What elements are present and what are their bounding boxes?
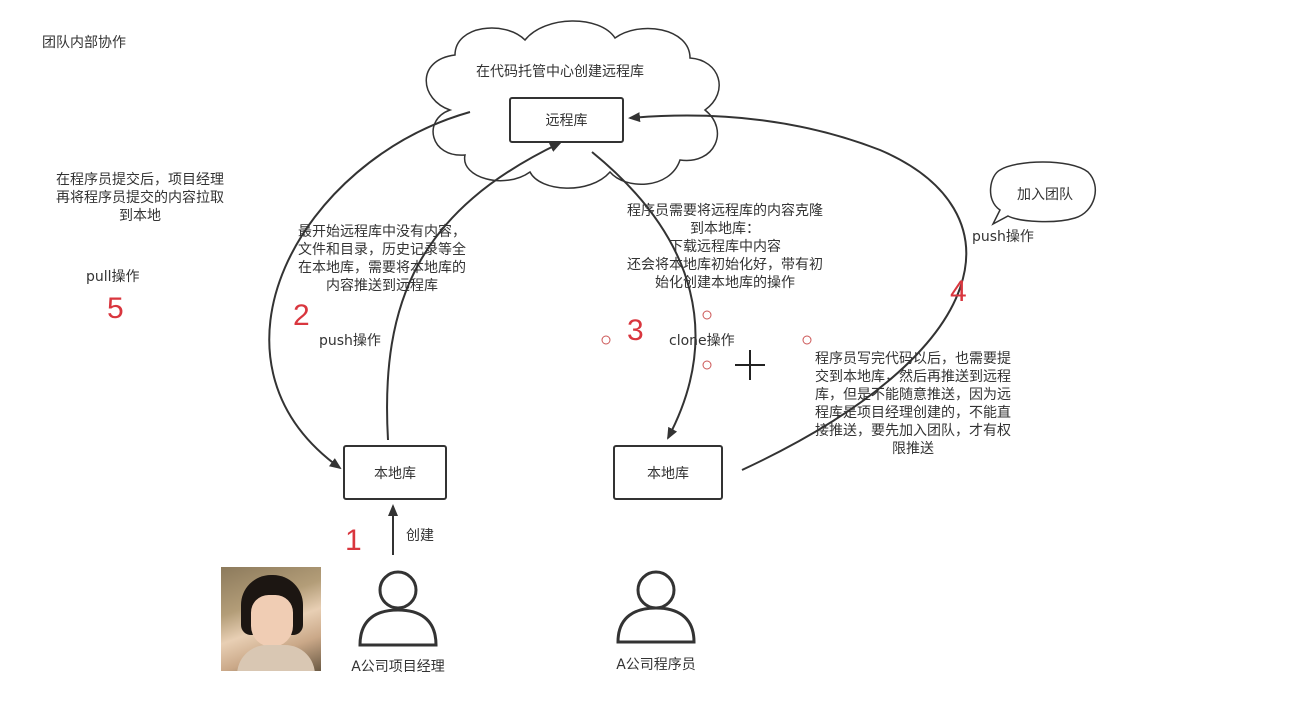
speech-bubble-text: 加入团队 [1017, 187, 1073, 203]
note-line: 交到本地库，然后再推送到远程 [815, 369, 1011, 385]
pull-arrow [268, 111, 471, 470]
manager-name: A公司项目经理 [351, 659, 445, 675]
note-line: 接推送，要先加入团队，才有权 [815, 423, 1011, 439]
step-number-4: 4 [950, 275, 967, 308]
selection-handle[interactable] [802, 335, 812, 345]
manager-body [358, 608, 438, 647]
note-line: 在程序员提交后，项目经理 [56, 172, 224, 188]
manager-head [378, 570, 418, 610]
crosshair-cursor-icon [735, 350, 765, 380]
cloud-label: 在代码托管中心创建远程库 [476, 64, 644, 80]
step-number-3: 3 [627, 314, 644, 347]
note-line: 下载远程库中内容 [669, 239, 781, 255]
selection-handle[interactable] [702, 310, 712, 320]
remote-repo-label: 远程库 [545, 113, 588, 129]
speech-bubble [989, 161, 1097, 226]
programmer-local-repo-label: 本地库 [647, 465, 689, 482]
note-line: 内容推送到远程库 [326, 278, 438, 294]
page-title: 团队内部协作 [42, 35, 126, 51]
note-line: 库，但是不能随意推送，因为远 [815, 387, 1011, 403]
clone-note: 程序员需要将远程库的内容克隆 到本地库： 下载远程库中内容 还会将本地库初始化好… [605, 202, 845, 292]
note-line: 程序员需要将远程库的内容克隆 [627, 203, 823, 219]
note-line: 到本地 [119, 208, 161, 224]
step-number-1: 1 [345, 524, 362, 557]
child-photo [221, 567, 321, 671]
programmer-head [636, 570, 676, 610]
note-line: 程序员写完代码以后，也需要提 [815, 351, 1011, 367]
note-line: 文件和目录，历史记录等全 [298, 242, 466, 258]
push-arrow-manager [386, 142, 562, 441]
note-line: 在本地库，需要将本地库的 [298, 260, 466, 276]
note-line: 最开始远程库中没有内容， [298, 224, 466, 240]
push-label-manager: push操作 [319, 333, 381, 349]
step-number-5: 5 [107, 292, 124, 325]
step-number-2: 2 [293, 299, 310, 332]
programmer-note: 程序员写完代码以后，也需要提 交到本地库，然后再推送到远程 库，但是不能随意推送… [793, 350, 1033, 458]
programmer-body [616, 606, 696, 644]
push-note: 最开始远程库中没有内容， 文件和目录，历史记录等全 在本地库，需要将本地库的 内… [282, 223, 482, 295]
note-line: 还会将本地库初始化好，带有初 [627, 257, 823, 273]
create-label: 创建 [406, 528, 434, 544]
programmer-local-repo-box[interactable]: 本地库 [613, 445, 723, 500]
push-arrow-programmer [628, 112, 968, 471]
selection-handle[interactable] [601, 335, 611, 345]
note-line: 限推送 [892, 441, 934, 457]
selection-handle[interactable] [702, 360, 712, 370]
manager-local-repo-box[interactable]: 本地库 [343, 445, 447, 500]
note-line: 再将程序员提交的内容拉取 [56, 190, 224, 206]
clone-arrow [591, 151, 697, 440]
pull-label: pull操作 [86, 269, 140, 285]
pull-note: 在程序员提交后，项目经理 再将程序员提交的内容拉取 到本地 [50, 171, 230, 225]
note-line: 程库是项目经理创建的，不能直 [815, 405, 1011, 421]
push-label-programmer: push操作 [972, 229, 1034, 245]
note-line: 到本地库： [690, 221, 760, 237]
note-line: 始化创建本地库的操作 [655, 275, 795, 291]
programmer-name: A公司程序员 [616, 657, 696, 673]
clone-label: clone操作 [669, 333, 735, 349]
manager-local-repo-label: 本地库 [374, 465, 416, 482]
remote-repo-box[interactable]: 远程库 [509, 97, 624, 143]
